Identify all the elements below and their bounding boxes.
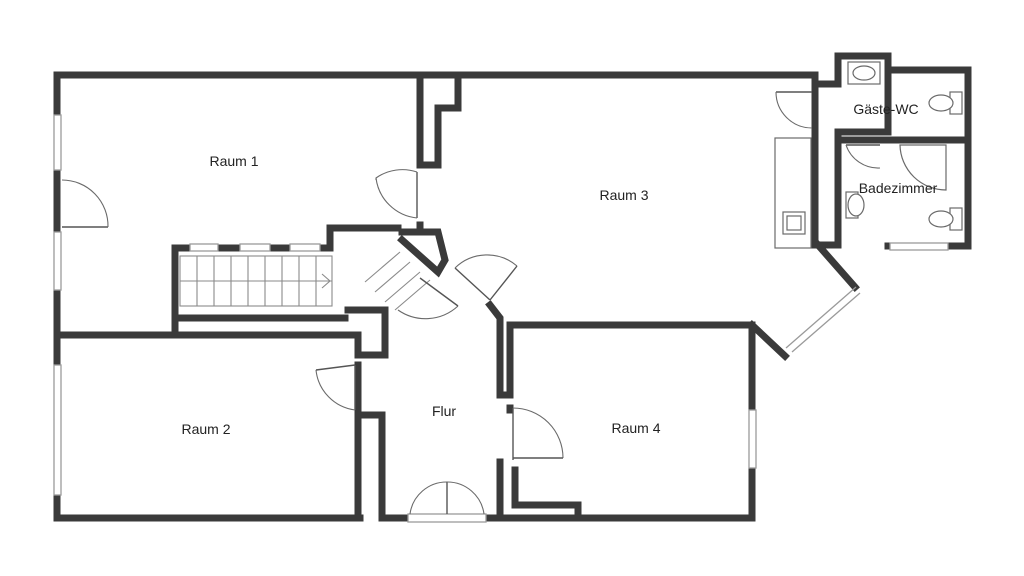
label-badezimmer: Badezimmer — [859, 180, 938, 196]
label-raum2: Raum 2 — [181, 421, 230, 437]
label-raum4: Raum 4 — [611, 420, 660, 436]
label-raum1: Raum 1 — [209, 153, 258, 169]
room-labels: Raum 1 Raum 3 Raum 2 Flur Raum 4 Gäste-W… — [181, 101, 937, 437]
windows — [53, 114, 949, 523]
window-stair-2 — [239, 243, 271, 252]
window-raum2 — [53, 364, 62, 496]
window-stair-3 — [289, 243, 321, 252]
window-badezimmer — [889, 242, 949, 251]
label-gaeste-wc: Gäste-WC — [853, 101, 918, 117]
window-raum4 — [748, 409, 757, 469]
shower — [899, 144, 947, 191]
window-flur-entrance — [407, 513, 487, 523]
window-stair-1 — [189, 243, 219, 252]
sanitary-fixtures — [782, 61, 963, 235]
doors — [61, 91, 881, 515]
interior-walls — [53, 66, 972, 522]
staircase — [179, 251, 431, 311]
window-raum3-diagonal — [785, 286, 857, 349]
window-raum1-lower — [53, 231, 62, 291]
window-raum1-upper — [53, 114, 62, 171]
label-raum3: Raum 3 — [599, 187, 648, 203]
label-flur: Flur — [432, 403, 456, 419]
